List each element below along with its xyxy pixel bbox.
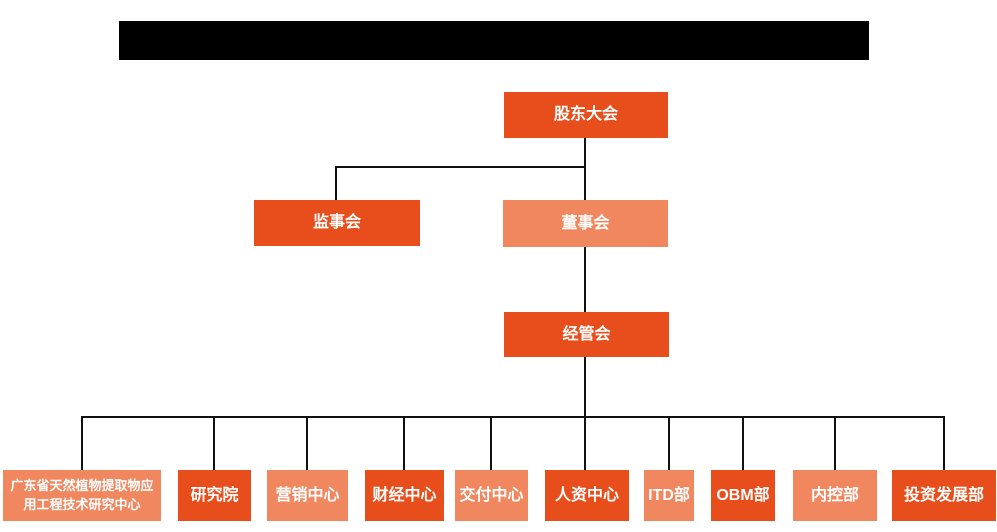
org-node-shareholders-meeting: 股东大会 — [504, 92, 668, 138]
org-node-label: 人资中心 — [554, 486, 619, 504]
org-node-label: 广东省天然植物提取物应 用工程技术研究中心 — [10, 477, 154, 512]
org-node-dept-finance-center: 财经中心 — [365, 470, 444, 521]
org-node-label: 内控部 — [810, 486, 859, 504]
connector-departments-branch — [82, 416, 944, 418]
org-node-management-committee: 经管会 — [504, 312, 669, 357]
org-node-label: 营销中心 — [275, 486, 340, 504]
connector-to-supervisory-board — [335, 166, 337, 200]
org-node-label: 股东大会 — [553, 106, 618, 124]
org-node-label: 交付中心 — [459, 486, 524, 504]
connector-drop-delivery — [490, 416, 492, 470]
org-node-dept-research-center: 广东省天然植物提取物应 用工程技术研究中心 — [3, 470, 161, 521]
org-node-dept-obm: OBM部 — [711, 470, 775, 521]
org-node-label: 研究院 — [190, 486, 239, 504]
org-node-dept-internal-control: 内控部 — [793, 470, 877, 521]
connector-board-to-management — [584, 247, 586, 312]
org-node-dept-investment-development: 投资发展部 — [892, 470, 996, 521]
connector-drop-investment-development — [943, 416, 945, 470]
connector-drop-itd — [668, 416, 670, 470]
connector-root-to-level2 — [584, 138, 586, 200]
org-node-board-of-directors: 董事会 — [503, 200, 668, 247]
redacted-title-bar — [119, 21, 869, 60]
org-node-label: ITD部 — [648, 486, 690, 504]
org-node-label: 投资发展部 — [903, 486, 984, 504]
connector-drop-finance — [403, 416, 405, 470]
connector-drop-internal-control — [834, 416, 836, 470]
org-node-label: 财经中心 — [372, 486, 437, 504]
org-node-dept-hr-center: 人资中心 — [545, 470, 629, 521]
org-node-dept-research-institute: 研究院 — [178, 470, 251, 521]
org-node-label: 董事会 — [561, 214, 610, 232]
connector-drop-research-institute — [213, 416, 215, 470]
org-node-label: OBM部 — [716, 486, 770, 504]
connector-management-to-departments — [584, 357, 586, 470]
org-node-label: 经管会 — [562, 325, 611, 343]
org-node-dept-itd: ITD部 — [644, 470, 694, 521]
org-node-dept-delivery-center: 交付中心 — [455, 470, 528, 521]
connector-level2-branch — [336, 166, 586, 168]
connector-drop-obm — [742, 416, 744, 470]
org-node-dept-marketing-center: 营销中心 — [267, 470, 348, 521]
connector-drop-research-center — [81, 416, 83, 470]
connector-drop-marketing — [306, 416, 308, 470]
org-node-label: 监事会 — [312, 214, 361, 232]
org-node-supervisory-board: 监事会 — [254, 200, 420, 246]
